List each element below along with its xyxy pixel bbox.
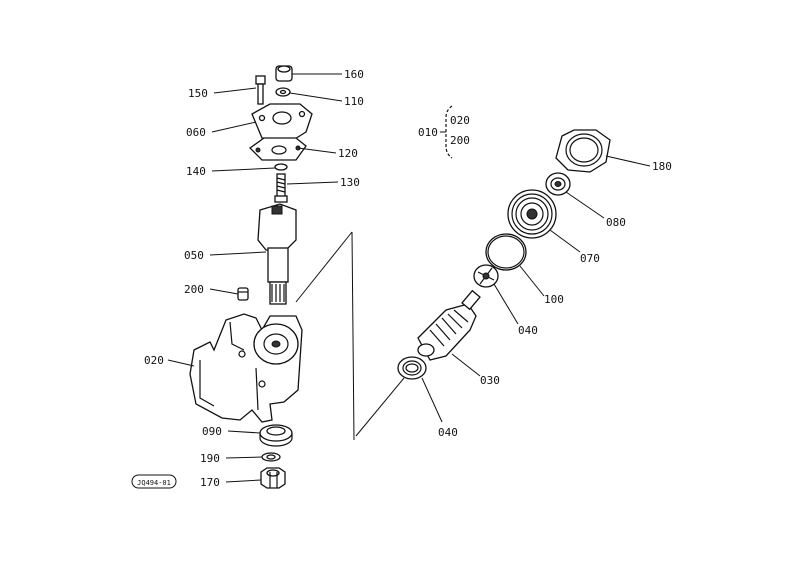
assembly-group-010: 010 020 200 xyxy=(418,105,470,159)
drawing-code-badge: JQ494-01 xyxy=(131,474,177,489)
part-060-cover-plate[interactable] xyxy=(251,103,313,143)
callout-040-lower: 040 xyxy=(438,426,458,439)
callout-120: 120 xyxy=(338,147,358,160)
part-170-nut[interactable] xyxy=(260,467,286,489)
part-190-washer[interactable] xyxy=(261,452,281,462)
part-130-adjusting-screw[interactable] xyxy=(274,173,288,203)
callout-110: 110 xyxy=(344,95,364,108)
callout-030: 030 xyxy=(480,374,500,387)
part-090-oil-seal[interactable] xyxy=(259,424,293,447)
callout-200: 200 xyxy=(184,283,204,296)
callout-050: 050 xyxy=(184,249,204,262)
callout-010-sub-020: 020 xyxy=(450,114,470,127)
part-050-sector-shaft[interactable] xyxy=(257,203,297,305)
part-200-plug[interactable] xyxy=(237,287,249,301)
part-120-gasket[interactable] xyxy=(248,137,307,161)
part-100-o-ring[interactable] xyxy=(485,233,527,271)
part-160-cap[interactable] xyxy=(275,65,293,82)
callout-010: 010 xyxy=(418,126,438,139)
callout-020: 020 xyxy=(144,354,164,367)
callout-090: 090 xyxy=(202,425,222,438)
part-030-worm-shaft[interactable] xyxy=(417,289,481,361)
callout-150: 150 xyxy=(188,87,208,100)
callout-180: 180 xyxy=(652,160,672,173)
part-080-bearing[interactable] xyxy=(545,172,571,196)
callout-040-upper: 040 xyxy=(518,324,538,337)
part-180-lock-nut[interactable] xyxy=(555,129,611,173)
part-040-lower-bearing[interactable] xyxy=(397,356,427,380)
callout-060: 060 xyxy=(186,126,206,139)
part-150-bolt[interactable] xyxy=(255,75,266,105)
callout-010-sub-200: 200 xyxy=(450,134,470,147)
part-020-gear-housing[interactable] xyxy=(189,313,303,423)
callout-080: 080 xyxy=(606,216,626,229)
callout-170: 170 xyxy=(200,476,220,489)
callout-190: 190 xyxy=(200,452,220,465)
part-070-end-cover[interactable] xyxy=(507,189,557,239)
part-040-upper-bearing[interactable] xyxy=(473,264,499,288)
part-140-o-ring[interactable] xyxy=(274,163,288,171)
drawing-code: JQ494-01 xyxy=(137,479,171,487)
callout-070: 070 xyxy=(580,252,600,265)
callout-160: 160 xyxy=(344,68,364,81)
callout-130: 130 xyxy=(340,176,360,189)
callout-100: 100 xyxy=(544,293,564,306)
part-110-washer[interactable] xyxy=(275,87,291,97)
callout-140: 140 xyxy=(186,165,206,178)
